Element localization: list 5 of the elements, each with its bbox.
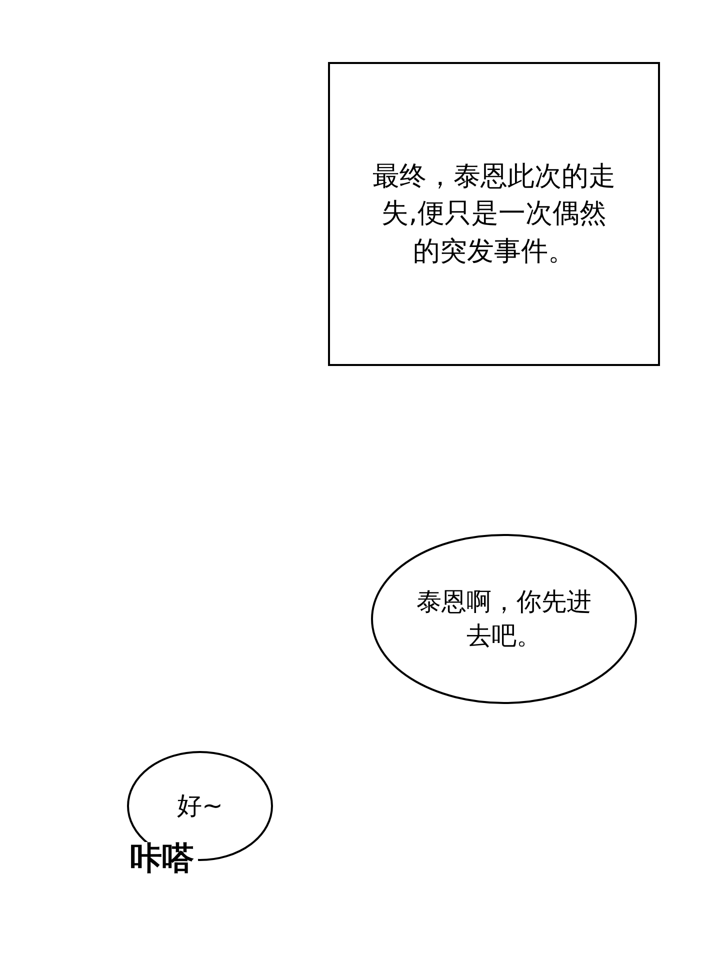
dialogue-text: 好~ (176, 790, 224, 822)
dialogue-text: 最终，泰恩此次的走失,便只是一次偶然的突发事件。 (372, 160, 616, 269)
speech-bubble (370, 533, 638, 705)
narration-box (328, 62, 660, 366)
dialogue-text: 泰恩啊，你先进去吧。 (416, 586, 592, 652)
